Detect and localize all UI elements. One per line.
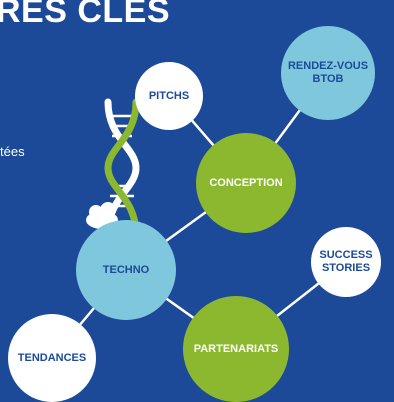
node-rendez-vous-label: RENDEZ-VOUS BTOB — [287, 60, 369, 85]
node-conception[interactable]: CONCEPTION — [196, 133, 296, 233]
page-title: RES CLÉS — [0, 0, 171, 30]
node-success-stories-label: SUCCESS STORIES — [319, 249, 373, 274]
node-pitchs-label: PITCHS — [148, 89, 190, 102]
node-partenariats[interactable]: PARTENARIATS — [183, 296, 289, 402]
node-success-stories[interactable]: SUCCESS STORIES — [311, 227, 381, 297]
node-techno[interactable]: TECHNO — [76, 220, 176, 320]
node-partenariats-label: PARTENARIATS — [193, 342, 279, 355]
node-rendez-vous[interactable]: RENDEZ-VOUS BTOB — [281, 26, 375, 120]
node-tendances[interactable]: TENDANCES — [8, 314, 96, 402]
node-tendances-label: TENDANCES — [17, 351, 87, 364]
node-techno-label: TECHNO — [102, 263, 150, 276]
node-pitchs[interactable]: PITCHS — [135, 62, 203, 130]
side-text-fragment: tées — [0, 144, 25, 159]
node-conception-label: CONCEPTION — [209, 176, 283, 189]
